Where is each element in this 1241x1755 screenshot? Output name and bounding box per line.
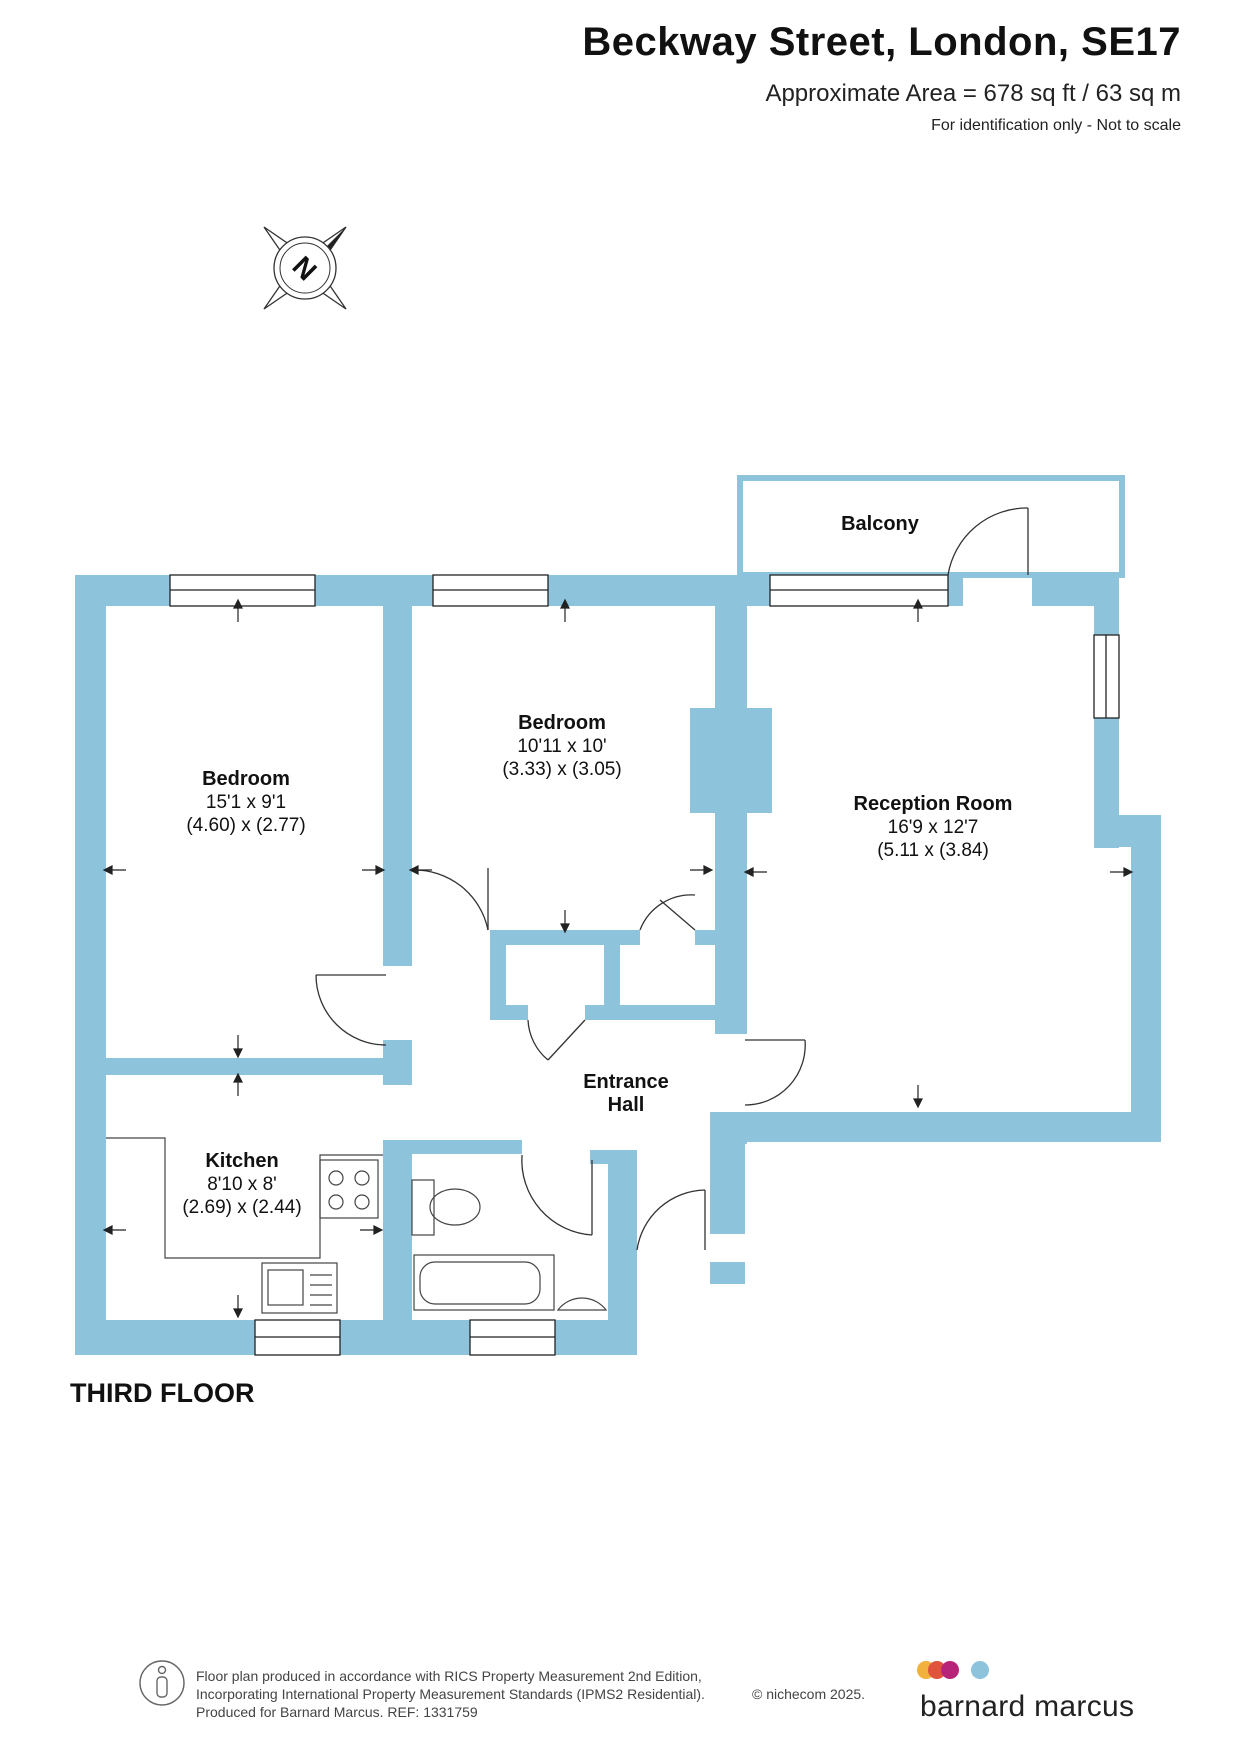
footer-line-2: Incorporating International Property Mea… (196, 1686, 705, 1702)
bedroom1-dim-imperial: 15'1 x 9'1 (206, 792, 286, 813)
kitchen-dim-metric: (2.69) x (2.44) (182, 1197, 301, 1218)
brand-logo: barnard marcus (920, 1690, 1135, 1723)
doors (315, 507, 1029, 1251)
bedroom2-dim-metric: (3.33) x (3.05) (502, 759, 621, 780)
footer-line-1: Floor plan produced in accordance with R… (196, 1668, 702, 1684)
footer-line-3: Produced for Barnard Marcus. REF: 133175… (196, 1704, 478, 1720)
hob-icon (319, 1159, 379, 1219)
identification-note: For identification only - Not to scale (931, 117, 1181, 134)
bedroom1-label: Bedroom (202, 768, 290, 790)
reception-dim-metric: (5.11 x (3.84) (877, 840, 989, 861)
toilet-icon (411, 1179, 435, 1236)
kitchen-label: Kitchen (205, 1150, 278, 1172)
windows (169, 574, 1120, 1356)
bedroom1-dim-metric: (4.60) x (2.77) (186, 815, 305, 836)
bedroom2-dim-imperial: 10'11 x 10' (517, 736, 606, 757)
basin-icon (556, 1297, 608, 1311)
bedroom2-label: Bedroom (518, 712, 606, 734)
approximate-area: Approximate Area = 678 sq ft / 63 sq m (765, 80, 1181, 107)
walls (75, 575, 1161, 1355)
compass-icon: N (263, 226, 347, 310)
balcony-label: Balcony (841, 513, 920, 535)
sink-icon (261, 1262, 338, 1314)
kitchen-dim-imperial: 8'10 x 8' (207, 1174, 277, 1195)
floor-label: THIRD FLOOR (70, 1378, 255, 1408)
balcony-outline (737, 475, 1125, 578)
entrance-label-1: Entrance (583, 1071, 669, 1093)
fixtures (106, 1137, 608, 1314)
copyright: © nichecom 2025. (752, 1686, 866, 1702)
reception-label: Reception Room (854, 793, 1013, 815)
person-icon (139, 1660, 185, 1706)
reception-dim-imperial: 16'9 x 12'7 (888, 817, 979, 838)
brand-logo-dots (917, 1661, 989, 1679)
bath-icon (413, 1254, 555, 1311)
entrance-label-2: Hall (608, 1094, 645, 1116)
page-title: Beckway Street, London, SE17 (582, 20, 1181, 64)
dimension-arrows (102, 598, 1134, 1319)
